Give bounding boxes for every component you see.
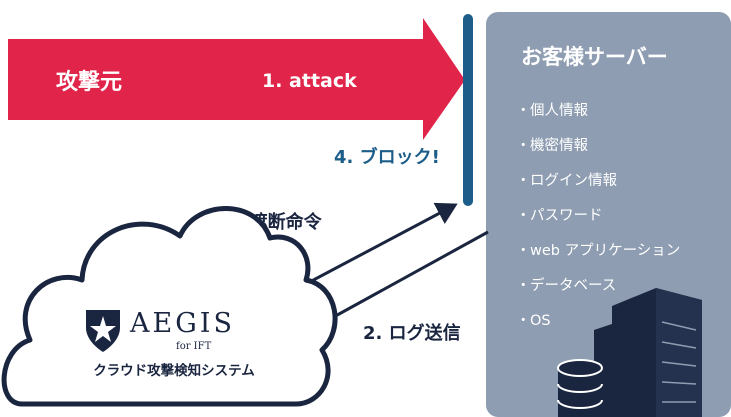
- server-asset-item: ・ログイン情報: [516, 173, 617, 189]
- block-step-label: 4. ブロック!: [334, 147, 440, 168]
- server-title: お客様サーバー: [521, 45, 668, 69]
- server-asset-item: ・web アプリケーション: [516, 243, 681, 259]
- cloud-system-caption: クラウド攻撃検知システム: [93, 363, 255, 379]
- aegis-logo-text: AEGIS: [130, 308, 235, 339]
- server-asset-item: ・パスワード: [516, 208, 603, 224]
- server-asset-item: ・OS: [516, 313, 551, 329]
- attack-source-label: 攻撃元: [56, 70, 123, 95]
- server-asset-item: ・個人情報: [516, 103, 588, 119]
- log-send-label: 2. ログ送信: [363, 323, 461, 344]
- database-icon: [557, 359, 603, 417]
- firewall-bar: [463, 14, 473, 206]
- aegis-logo-sub: for IFT: [176, 341, 212, 352]
- server-asset-list: ・個人情報 ・機密情報 ・ログイン情報 ・パスワード ・web アプリケーション…: [516, 94, 680, 339]
- attack-step-label: 1. attack: [262, 70, 357, 92]
- server-asset-item: ・機密情報: [516, 138, 588, 154]
- server-asset-item: ・データベース: [516, 278, 617, 294]
- shield-icon: [86, 310, 120, 352]
- log-send-arrow: [307, 230, 489, 332]
